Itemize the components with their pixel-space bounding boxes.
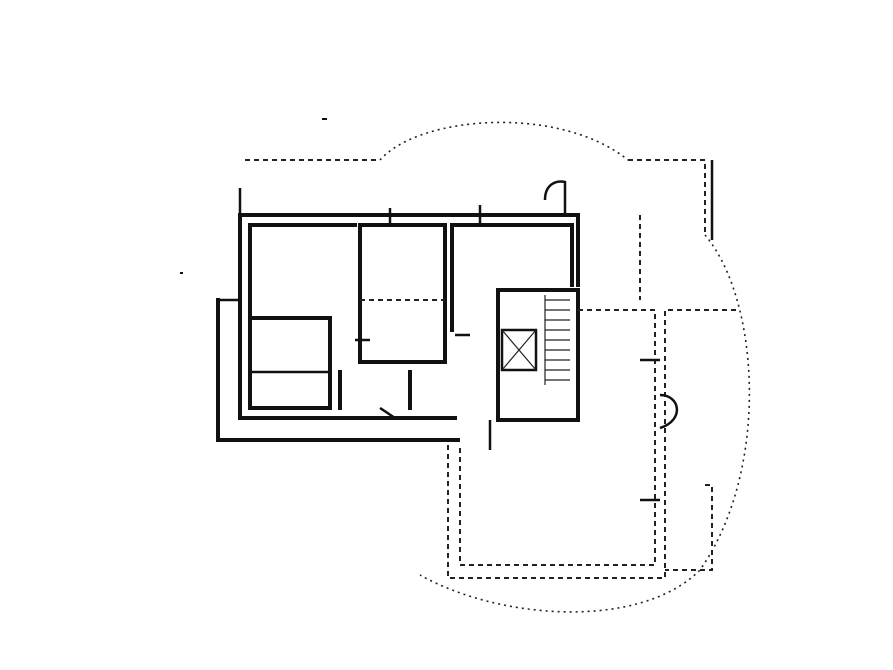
apartment-walls [216, 188, 580, 442]
mark [322, 118, 327, 120]
right-arc-outline [419, 234, 751, 613]
stair-core [496, 288, 580, 422]
dimension-ticks [355, 205, 660, 502]
mark [180, 272, 183, 274]
terrace-outline [447, 309, 740, 579]
door-swing [543, 180, 567, 215]
upper-balcony-outline [245, 121, 714, 300]
